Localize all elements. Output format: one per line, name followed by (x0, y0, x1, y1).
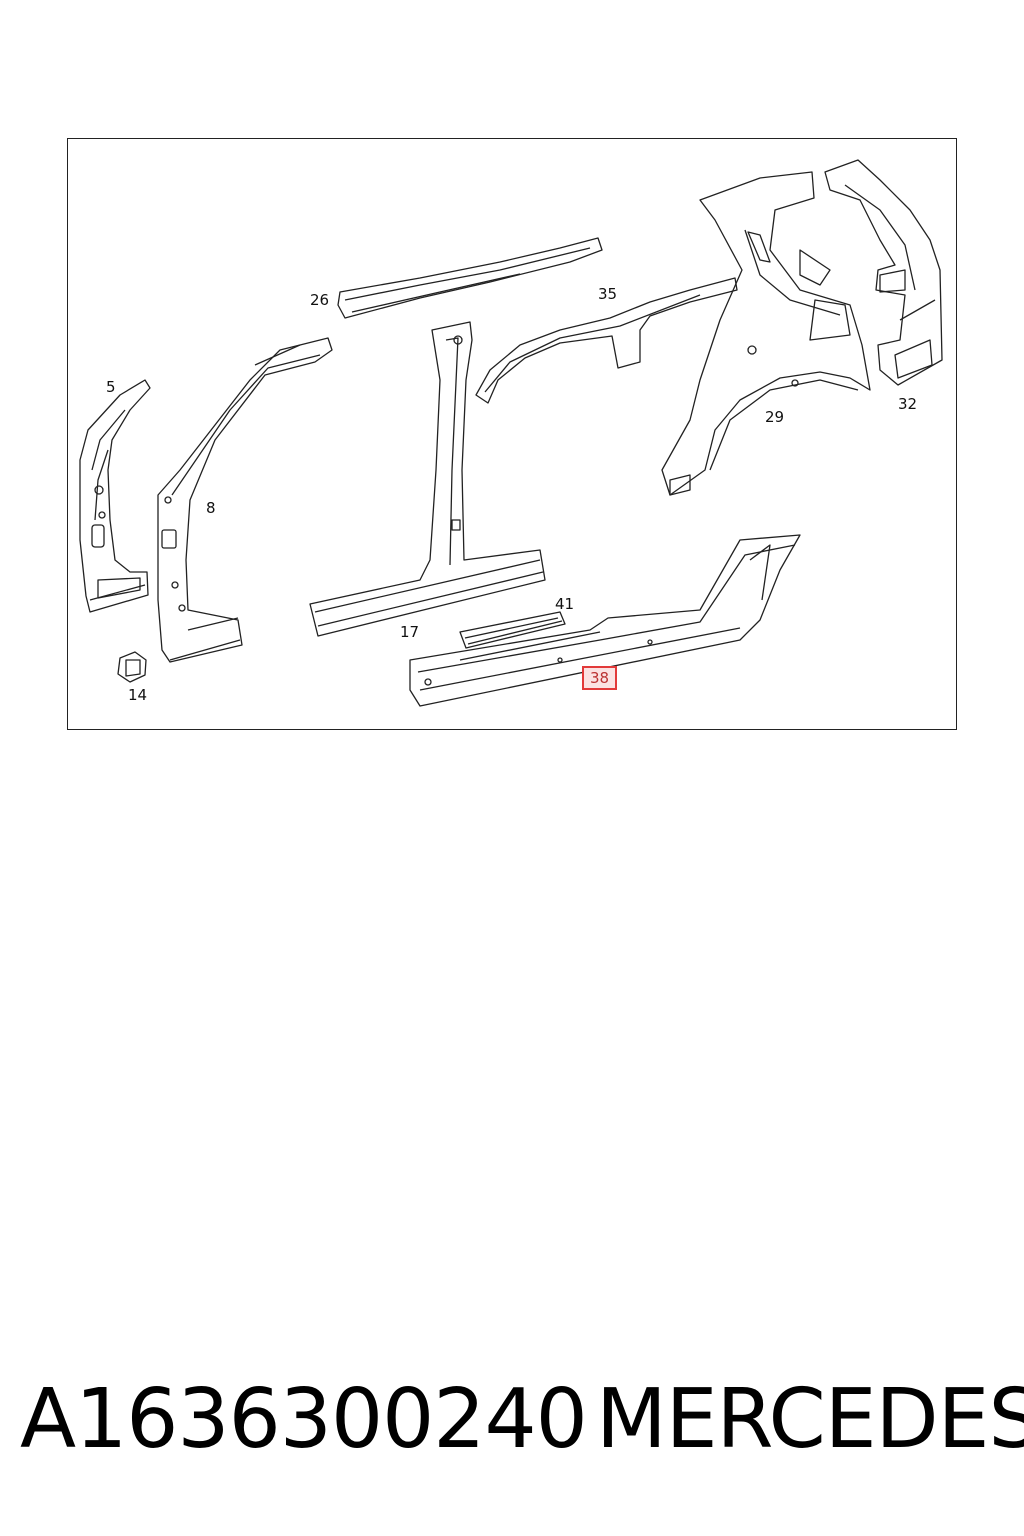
part-29-rear-side-panel[interactable] (661, 171, 871, 496)
part-17-b-pillar[interactable] (309, 321, 546, 637)
callout-17: 17 (400, 623, 420, 641)
part-14-bracket[interactable] (117, 651, 147, 683)
diagram-frame (67, 138, 957, 730)
callout-41: 41 (555, 595, 575, 613)
callout-5: 5 (106, 378, 116, 396)
callout-8: 8 (206, 499, 216, 517)
callout-29: 29 (765, 408, 785, 426)
part-32-rear-corner[interactable] (824, 159, 943, 386)
part-5-front-pillar[interactable] (79, 379, 151, 613)
callout-35: 35 (598, 285, 618, 303)
callout-26: 26 (310, 291, 330, 309)
callout-38-highlighted[interactable]: 38 (582, 666, 618, 690)
callout-32: 32 (898, 395, 918, 413)
exploded-parts-drawing (79, 159, 943, 707)
part-8-a-pillar[interactable] (157, 337, 333, 663)
callout-14: 14 (128, 686, 148, 704)
part-35-rear-roof-frame[interactable] (475, 277, 738, 404)
part-number: A1636300240 (20, 1372, 588, 1467)
part-38-rocker-panel[interactable] (409, 534, 801, 707)
brand-name: MERCEDES (596, 1372, 1024, 1467)
part-26-roof-rail[interactable] (337, 237, 603, 319)
part-41-sill-reinforcement[interactable] (459, 611, 566, 649)
